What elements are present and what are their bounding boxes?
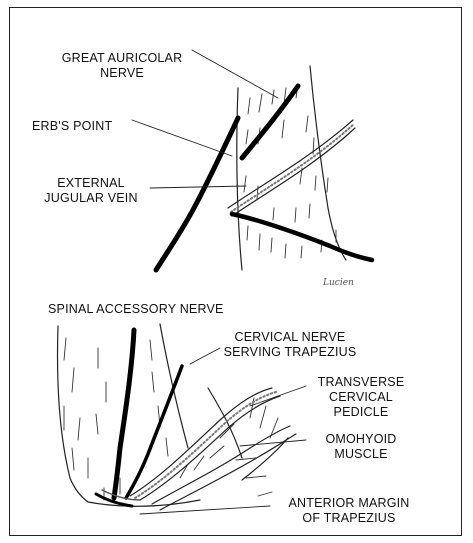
label-line: TRANSVERSE: [306, 375, 416, 390]
anatomy-figure: GREAT AURICOLAR NERVE ERB'S POINT EXTERN…: [9, 7, 462, 536]
label-line: CERVICAL NERVE: [220, 330, 360, 345]
label-external-jugular-vein: EXTERNAL JUGULAR VEIN: [30, 176, 152, 206]
label-great-auricular-nerve: GREAT AURICOLAR NERVE: [32, 51, 212, 81]
label-line: JUGULAR VEIN: [30, 191, 152, 206]
label-transverse-cervical-pedicle: TRANSVERSE CERVICAL PEDICLE: [306, 375, 416, 420]
label-line: ANTERIOR MARGIN: [274, 496, 424, 511]
artist-signature: Lucien: [323, 278, 354, 288]
top-neck-illustration: [132, 50, 372, 270]
label-line: MUSCLE: [306, 447, 416, 462]
label-line: PEDICLE: [306, 405, 416, 420]
label-spinal-accessory-nerve: SPINAL ACCESSORY NERVE: [48, 302, 224, 317]
label-line: CERVICAL: [306, 390, 416, 405]
label-line: OF TRAPEZIUS: [274, 511, 424, 526]
label-erbs-point: ERB'S POINT: [32, 119, 112, 134]
label-line: SERVING TRAPEZIUS: [220, 345, 360, 360]
label-line: NERVE: [32, 66, 212, 81]
label-line: EXTERNAL: [30, 176, 152, 191]
label-anterior-margin-trapezius: ANTERIOR MARGIN OF TRAPEZIUS: [274, 496, 424, 526]
label-line: OMOHYOID: [306, 432, 416, 447]
label-cervical-nerve-trapezius: CERVICAL NERVE SERVING TRAPEZIUS: [220, 330, 360, 360]
label-line: GREAT AURICOLAR: [32, 51, 212, 66]
label-omohyoid-muscle: OMOHYOID MUSCLE: [306, 432, 416, 462]
